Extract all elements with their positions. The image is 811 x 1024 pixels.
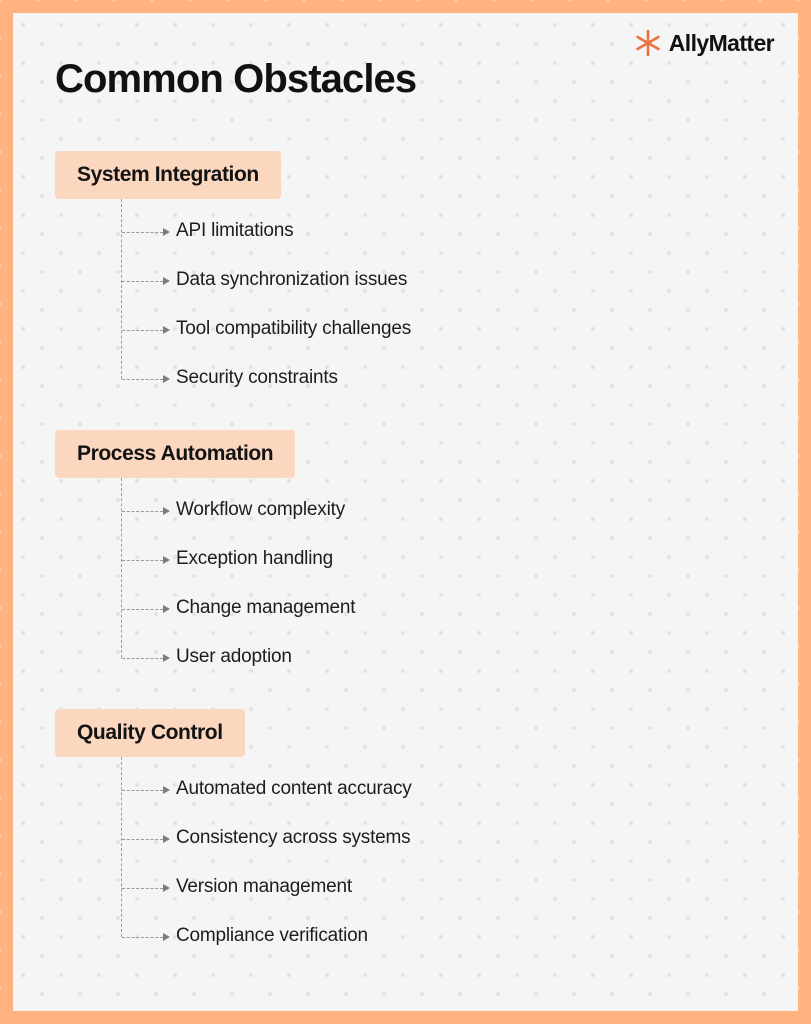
group-badge-quality-control[interactable]: Quality Control (55, 709, 245, 757)
list-item[interactable]: Automated content accuracy (121, 765, 755, 814)
content-canvas: AllyMatter Common Obstacles System Integ… (13, 13, 798, 1011)
tree-group: Process Automation Workflow complexity E… (55, 430, 755, 682)
list-item[interactable]: Data synchronization issues (121, 256, 755, 305)
obstacles-tree: System Integration API limitations Data … (55, 151, 755, 961)
list-item[interactable]: Version management (121, 863, 755, 912)
list-item[interactable]: Change management (121, 584, 755, 633)
list-item[interactable]: Exception handling (121, 535, 755, 584)
list-item-label: Compliance verification (176, 925, 368, 947)
list-item-label: Change management (176, 597, 356, 619)
asterisk-star-icon (633, 28, 663, 58)
brand-logo: AllyMatter (633, 28, 775, 58)
list-item[interactable]: Security constraints (121, 354, 755, 403)
list-item-label: Consistency across systems (176, 827, 411, 849)
list-item[interactable]: Consistency across systems (121, 814, 755, 863)
list-item-label: Workflow complexity (176, 499, 345, 521)
list-item[interactable]: Workflow complexity (121, 486, 755, 535)
group-children: API limitations Data synchronization iss… (121, 199, 755, 403)
list-item[interactable]: Tool compatibility challenges (121, 305, 755, 354)
tree-group: System Integration API limitations Data … (55, 151, 755, 403)
brand-name: AllyMatter (668, 29, 775, 56)
group-children: Workflow complexity Exception handling C… (121, 478, 755, 682)
list-item-label: API limitations (176, 220, 294, 242)
list-item[interactable]: User adoption (121, 633, 755, 682)
list-item-label: Security constraints (176, 367, 338, 389)
list-item-label: Exception handling (176, 548, 333, 570)
list-item[interactable]: API limitations (121, 207, 755, 256)
list-item-label: Version management (176, 876, 352, 898)
list-item-label: Tool compatibility challenges (176, 318, 411, 340)
group-children: Automated content accuracy Consistency a… (121, 757, 755, 961)
page-title: Common Obstacles (55, 57, 417, 101)
list-item-label: Automated content accuracy (176, 778, 412, 800)
group-badge-process-automation[interactable]: Process Automation (55, 430, 296, 478)
list-item-label: User adoption (176, 646, 292, 668)
tree-group: Quality Control Automated content accura… (55, 709, 755, 961)
list-item[interactable]: Compliance verification (121, 912, 755, 961)
group-badge-system-integration[interactable]: System Integration (55, 151, 281, 199)
list-item-label: Data synchronization issues (176, 269, 408, 291)
